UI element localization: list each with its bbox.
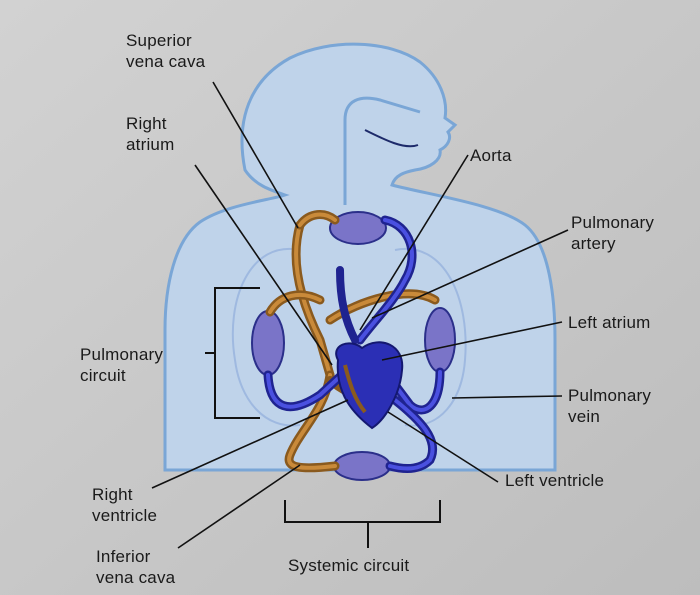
- airway: [343, 96, 421, 205]
- label-left-ventricle: Left ventricle: [505, 471, 605, 490]
- leader-pulmonary-artery: [371, 229, 569, 319]
- leader-lines: [151, 81, 569, 549]
- label-pulmonary-artery: Pulmonary artery: [571, 212, 654, 254]
- right-atrium-line-2: atrium: [126, 135, 175, 154]
- inferior-vena-cava-line-2: vena cava: [96, 568, 176, 587]
- label-superior-vena-cava: Superior vena cava: [126, 30, 205, 72]
- head-capillary-bed: [329, 211, 387, 245]
- label-pulmonary-circuit: Pulmonary circuit: [80, 344, 163, 386]
- left-lung-outline: [231, 247, 301, 427]
- leader-inferior-vena-cava: [177, 464, 301, 549]
- leader-left-atrium: [381, 321, 563, 361]
- label-aorta: Aorta: [470, 146, 512, 165]
- label-systemic-circuit: Systemic circuit: [288, 556, 410, 575]
- leader-superior-vena-cava: [212, 81, 299, 229]
- superior-vena-cava-line-1: Superior: [126, 31, 192, 50]
- left-lung-capillary-bed: [251, 310, 285, 376]
- pulmonary-artery-line-2: artery: [571, 234, 616, 253]
- leader-right-ventricle: [151, 399, 349, 489]
- right-lung-outline: [394, 247, 467, 427]
- superior-vena-cava-line-2: vena cava: [126, 52, 206, 71]
- oxygen-poor-vessels: [265, 210, 440, 473]
- label-pulmonary-vein: Pulmonary vein: [568, 385, 651, 427]
- label-inferior-vena-cava: Inferior vena cava: [96, 546, 175, 588]
- right-ventricle-line-1: Right: [92, 485, 133, 504]
- label-right-ventricle: Right ventricle: [92, 484, 157, 526]
- inferior-vena-cava-line-1: Inferior: [96, 547, 151, 566]
- right-ventricle-line-2: ventricle: [92, 506, 158, 525]
- pulmonary-circuit-line-2: circuit: [80, 366, 126, 385]
- heart: [335, 341, 404, 430]
- pulmonary-artery-line-1: Pulmonary: [571, 213, 655, 232]
- pulmonary-circuit-line-1: Pulmonary: [80, 345, 164, 364]
- systemic-circuit-bracket: [284, 500, 441, 548]
- body-capillary-bed: [333, 451, 391, 481]
- pulmonary-circuit-bracket: [205, 287, 260, 419]
- pulmonary-vein-line-2: vein: [568, 407, 600, 426]
- leader-aorta: [359, 154, 469, 331]
- label-right-atrium: Right atrium: [126, 113, 174, 155]
- label-left-atrium: Left atrium: [568, 313, 651, 332]
- leader-left-ventricle: [387, 411, 499, 483]
- tongue-line: [364, 129, 419, 148]
- right-atrium-line-1: Right: [126, 114, 167, 133]
- leader-pulmonary-vein: [451, 395, 563, 399]
- leader-right-atrium: [194, 164, 333, 366]
- pulmonary-vein-line-1: Pulmonary: [568, 386, 652, 405]
- right-lung-capillary-bed: [424, 307, 456, 373]
- oxygen-rich-vessels: [263, 215, 445, 473]
